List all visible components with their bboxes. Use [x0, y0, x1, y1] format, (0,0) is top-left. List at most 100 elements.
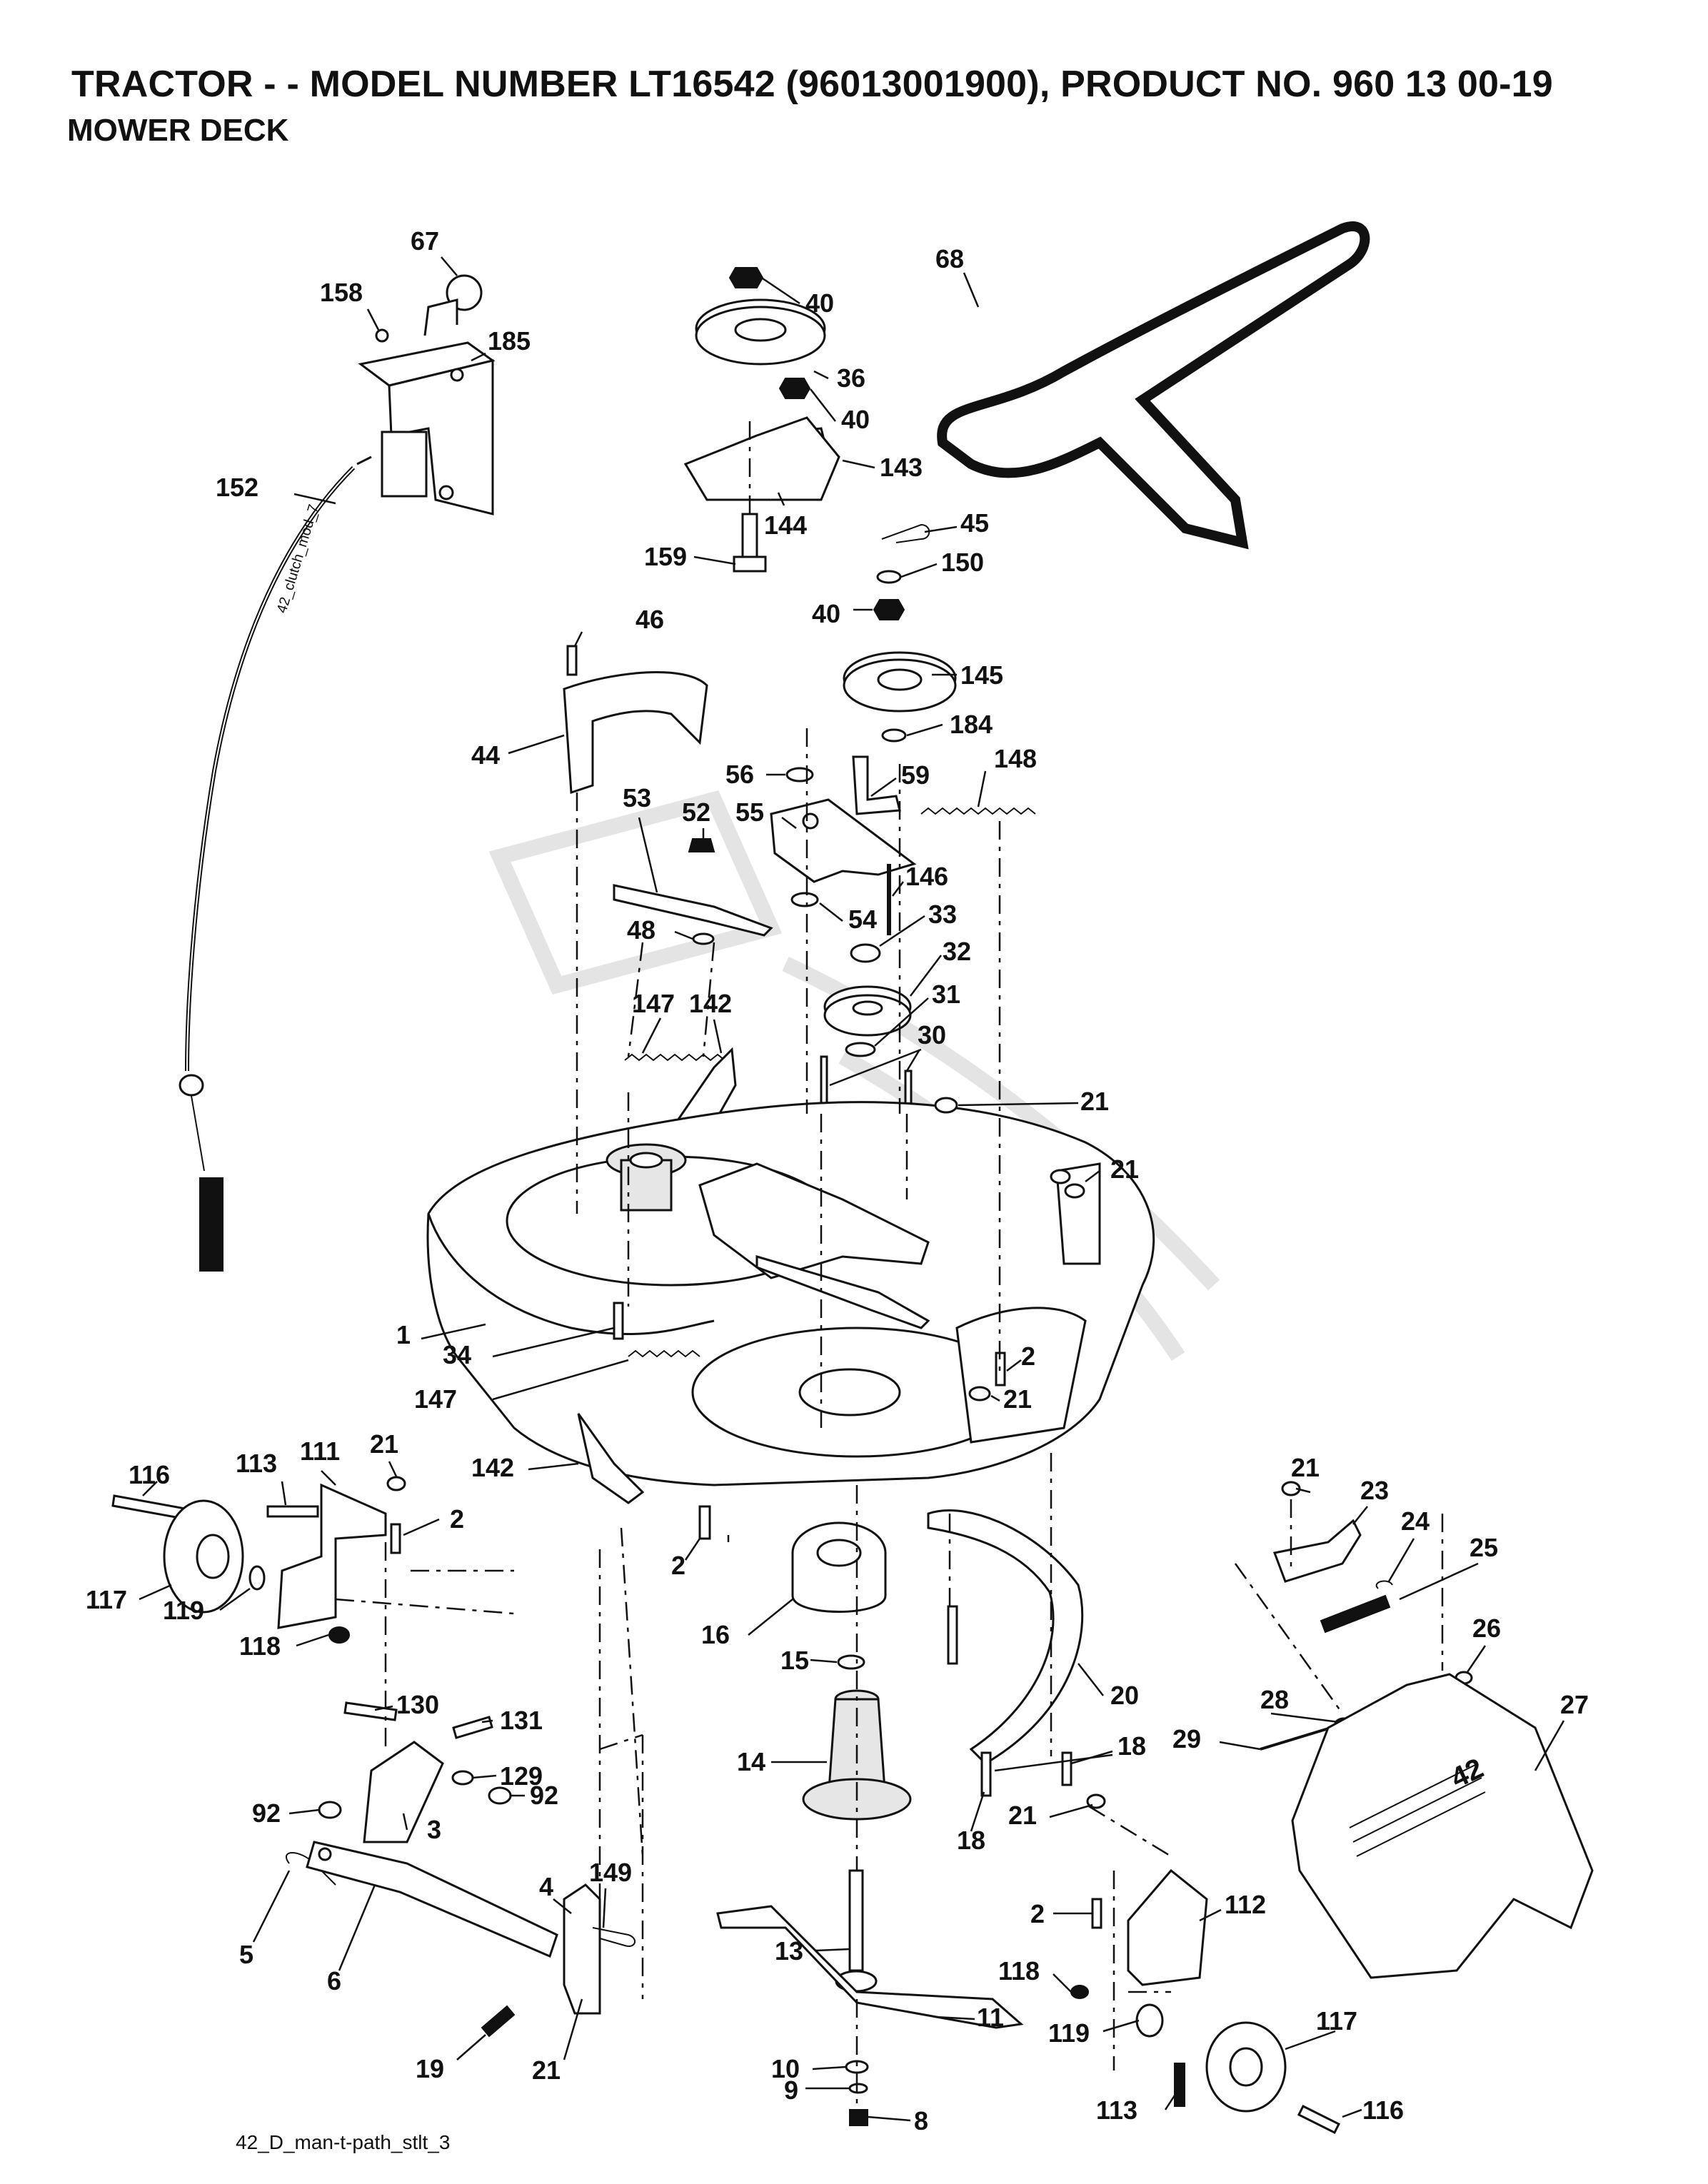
part-6-lift-link — [306, 1841, 558, 1958]
callout-144: 144 — [764, 510, 807, 540]
section-subtitle: MOWER DECK — [67, 113, 289, 148]
part-36-idler-pulley — [695, 298, 826, 366]
callout-21: 21 — [370, 1429, 398, 1459]
callout-119: 119 — [163, 1596, 204, 1625]
callout-159: 159 — [644, 542, 687, 571]
callout-34: 34 — [443, 1340, 471, 1369]
callout-19: 19 — [416, 2054, 444, 2083]
callout-131: 131 — [500, 1706, 543, 1735]
part-59-bracket — [852, 755, 901, 815]
part-116-bolt — [1297, 2104, 1341, 2135]
part-21-nut — [386, 1476, 406, 1491]
part-18-bolt — [1061, 1751, 1072, 1786]
part-deck-spindle — [606, 1143, 687, 1212]
callout-55: 55 — [735, 797, 764, 827]
part-13-spindle-shaft — [835, 1869, 878, 1993]
callout-119: 119 — [1048, 2018, 1090, 2048]
part-129-washer — [451, 1770, 474, 1786]
callout-20: 20 — [1110, 1681, 1139, 1710]
alignment-lines — [335, 421, 1444, 2113]
callout-18: 18 — [957, 1826, 985, 1855]
part-2-bolt — [1091, 1898, 1102, 1929]
callout-117: 117 — [86, 1585, 127, 1614]
part-deck-link — [755, 1254, 930, 1329]
callout-15: 15 — [780, 1646, 809, 1675]
part-142-arm — [577, 1413, 645, 1504]
part-3-bracket — [363, 1741, 444, 1843]
part-31-washer — [845, 1042, 876, 1057]
part-44-belt-cover — [563, 671, 708, 795]
callout-111: 111 — [300, 1436, 340, 1466]
callout-2: 2 — [1030, 1899, 1045, 1928]
callout-185: 185 — [488, 326, 531, 356]
callout-21: 21 — [1110, 1154, 1139, 1184]
callout-21: 21 — [1003, 1384, 1032, 1414]
part-147-spring — [624, 1053, 725, 1062]
callout-27: 27 — [1560, 1690, 1589, 1719]
part-40-nut — [873, 599, 905, 620]
callout-40: 40 — [805, 288, 834, 318]
callout-21: 21 — [1291, 1453, 1320, 1482]
callout-3: 3 — [427, 1815, 441, 1844]
callout-23: 23 — [1360, 1476, 1389, 1505]
callout-118: 118 — [998, 1956, 1040, 1986]
callout-14: 14 — [737, 1747, 765, 1776]
part-40-nut — [728, 267, 764, 288]
part-21-nut — [1050, 1169, 1071, 1184]
callout-54: 54 — [848, 905, 877, 934]
part-18-bolt — [980, 1751, 992, 1797]
callout-8: 8 — [914, 2106, 928, 2135]
callout-59: 59 — [901, 760, 930, 790]
callout-2: 2 — [1021, 1342, 1035, 1371]
callout-53: 53 — [623, 783, 651, 812]
callout-92: 92 — [530, 1781, 558, 1810]
part-23-bracket — [1272, 1519, 1362, 1583]
callout-116: 116 — [129, 1460, 170, 1489]
callout-184: 184 — [950, 710, 993, 739]
part-40-nut — [778, 378, 811, 399]
callout-46: 46 — [636, 605, 664, 634]
callout-116: 116 — [1362, 2095, 1404, 2125]
drawing-code: 42_D_man-t-path_stlt_3 — [236, 2131, 451, 2153]
callout-36: 36 — [837, 363, 865, 393]
callout-1: 1 — [396, 1320, 411, 1349]
callout-68: 68 — [935, 244, 964, 273]
callout-45: 45 — [960, 508, 989, 538]
part-21-nut — [1064, 1183, 1085, 1199]
part-159-bolt — [733, 513, 767, 573]
part-8-bolt — [849, 2109, 868, 2126]
callout-56: 56 — [725, 760, 754, 789]
callout-4: 4 — [539, 1872, 553, 1901]
callout-150: 150 — [941, 548, 984, 577]
part-48-washer — [692, 932, 715, 945]
part-131-bolt — [452, 1716, 493, 1739]
callout-130: 130 — [396, 1690, 439, 1719]
page-title: TRACTOR - - MODEL NUMBER LT16542 (960130… — [71, 64, 1553, 105]
callout-158: 158 — [320, 278, 363, 307]
callout-148: 148 — [994, 744, 1037, 773]
callout-143: 143 — [880, 453, 923, 482]
callout-117: 117 — [1316, 2006, 1357, 2035]
callout-26: 26 — [1472, 1614, 1501, 1643]
part-111-wheel-bracket — [277, 1483, 387, 1629]
callout-5: 5 — [239, 1940, 253, 1969]
part-18-bolt — [947, 1605, 958, 1665]
part-11-blade — [716, 1905, 1024, 2029]
part-118-bushing — [328, 1626, 350, 1644]
callout-40: 40 — [812, 599, 840, 628]
part-152-clutch-cable — [179, 456, 372, 1272]
part-34-bolt — [613, 1302, 624, 1340]
cable-annotation: 42_clutch_mod_7 — [274, 503, 322, 615]
part-27-discharge-deflector — [1291, 1673, 1594, 1979]
part-30-bolt — [820, 1055, 828, 1108]
callout-31: 31 — [932, 980, 960, 1009]
callout-113: 113 — [236, 1449, 277, 1478]
part-52-bolt — [688, 838, 715, 852]
part-15-bearing — [837, 1654, 865, 1670]
callout-152: 152 — [216, 473, 258, 502]
part-21-nut — [968, 1386, 991, 1402]
callout-52: 52 — [682, 797, 710, 827]
part-46-screw — [566, 645, 578, 676]
callout-40: 40 — [841, 405, 870, 434]
